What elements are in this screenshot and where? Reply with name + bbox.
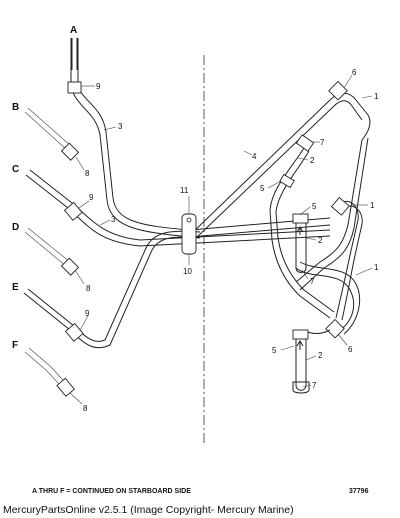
callout-1-top: 1 xyxy=(374,92,379,101)
callout-11: 11 xyxy=(180,186,189,195)
callout-3-mid: 3 xyxy=(111,215,116,224)
callout-7-top: 7 xyxy=(320,138,325,147)
callout-8-d: 8 xyxy=(86,284,91,293)
callout-9-e: 9 xyxy=(85,309,90,318)
hose-2-lower xyxy=(292,261,360,394)
clamp xyxy=(181,213,197,255)
letter-f: F xyxy=(12,340,18,351)
callout-3-top: 3 xyxy=(118,122,123,131)
hose-c xyxy=(25,169,331,247)
callout-9-top: 9 xyxy=(96,82,101,91)
callout-1-low: 1 xyxy=(374,263,379,272)
letter-a: A xyxy=(70,25,77,36)
callout-2-mid: 2 xyxy=(318,236,323,245)
hose-b xyxy=(24,107,80,161)
callout-4: 4 xyxy=(252,152,257,161)
copyright-credit: MercuryPartsOnline v2.5.1 (Image Copyrig… xyxy=(3,504,294,516)
callout-6-low: 6 xyxy=(348,345,353,354)
hose-f xyxy=(24,347,75,397)
callout-7-mid: 7 xyxy=(310,277,315,286)
callout-1-mid: 1 xyxy=(370,201,375,210)
callout-5-top: 5 xyxy=(260,184,265,193)
hose-e xyxy=(23,230,201,349)
hose-2-upper xyxy=(269,134,335,319)
hose-4 xyxy=(189,80,371,291)
hose-d xyxy=(24,227,80,276)
callout-5-low: 5 xyxy=(272,346,277,355)
callout-10: 10 xyxy=(183,267,192,276)
callout-8-b: 8 xyxy=(85,169,90,178)
letter-b: B xyxy=(12,102,19,113)
hose-a xyxy=(67,38,331,238)
callout-2-low: 2 xyxy=(318,351,323,360)
callout-6-top: 6 xyxy=(352,68,357,77)
letter-c: C xyxy=(12,164,19,175)
callout-5-mid: 5 xyxy=(312,202,317,211)
letter-d: D xyxy=(12,222,19,233)
parts-diagram: A B C D E F 9 3 8 9 3 8 9 8 11 xyxy=(12,25,379,445)
hose-2-mid xyxy=(292,196,363,321)
callout-7-low: 7 xyxy=(312,381,317,390)
footnote: A THRU F = CONTINUED ON STARBOARD SIDE xyxy=(32,488,191,495)
callout-9-c: 9 xyxy=(89,193,94,202)
leader-lines xyxy=(69,74,373,405)
letter-e: E xyxy=(12,282,19,293)
diagram-number: 37796 xyxy=(349,488,369,495)
callout-8-f: 8 xyxy=(83,404,88,413)
callout-2-top: 2 xyxy=(310,156,315,165)
